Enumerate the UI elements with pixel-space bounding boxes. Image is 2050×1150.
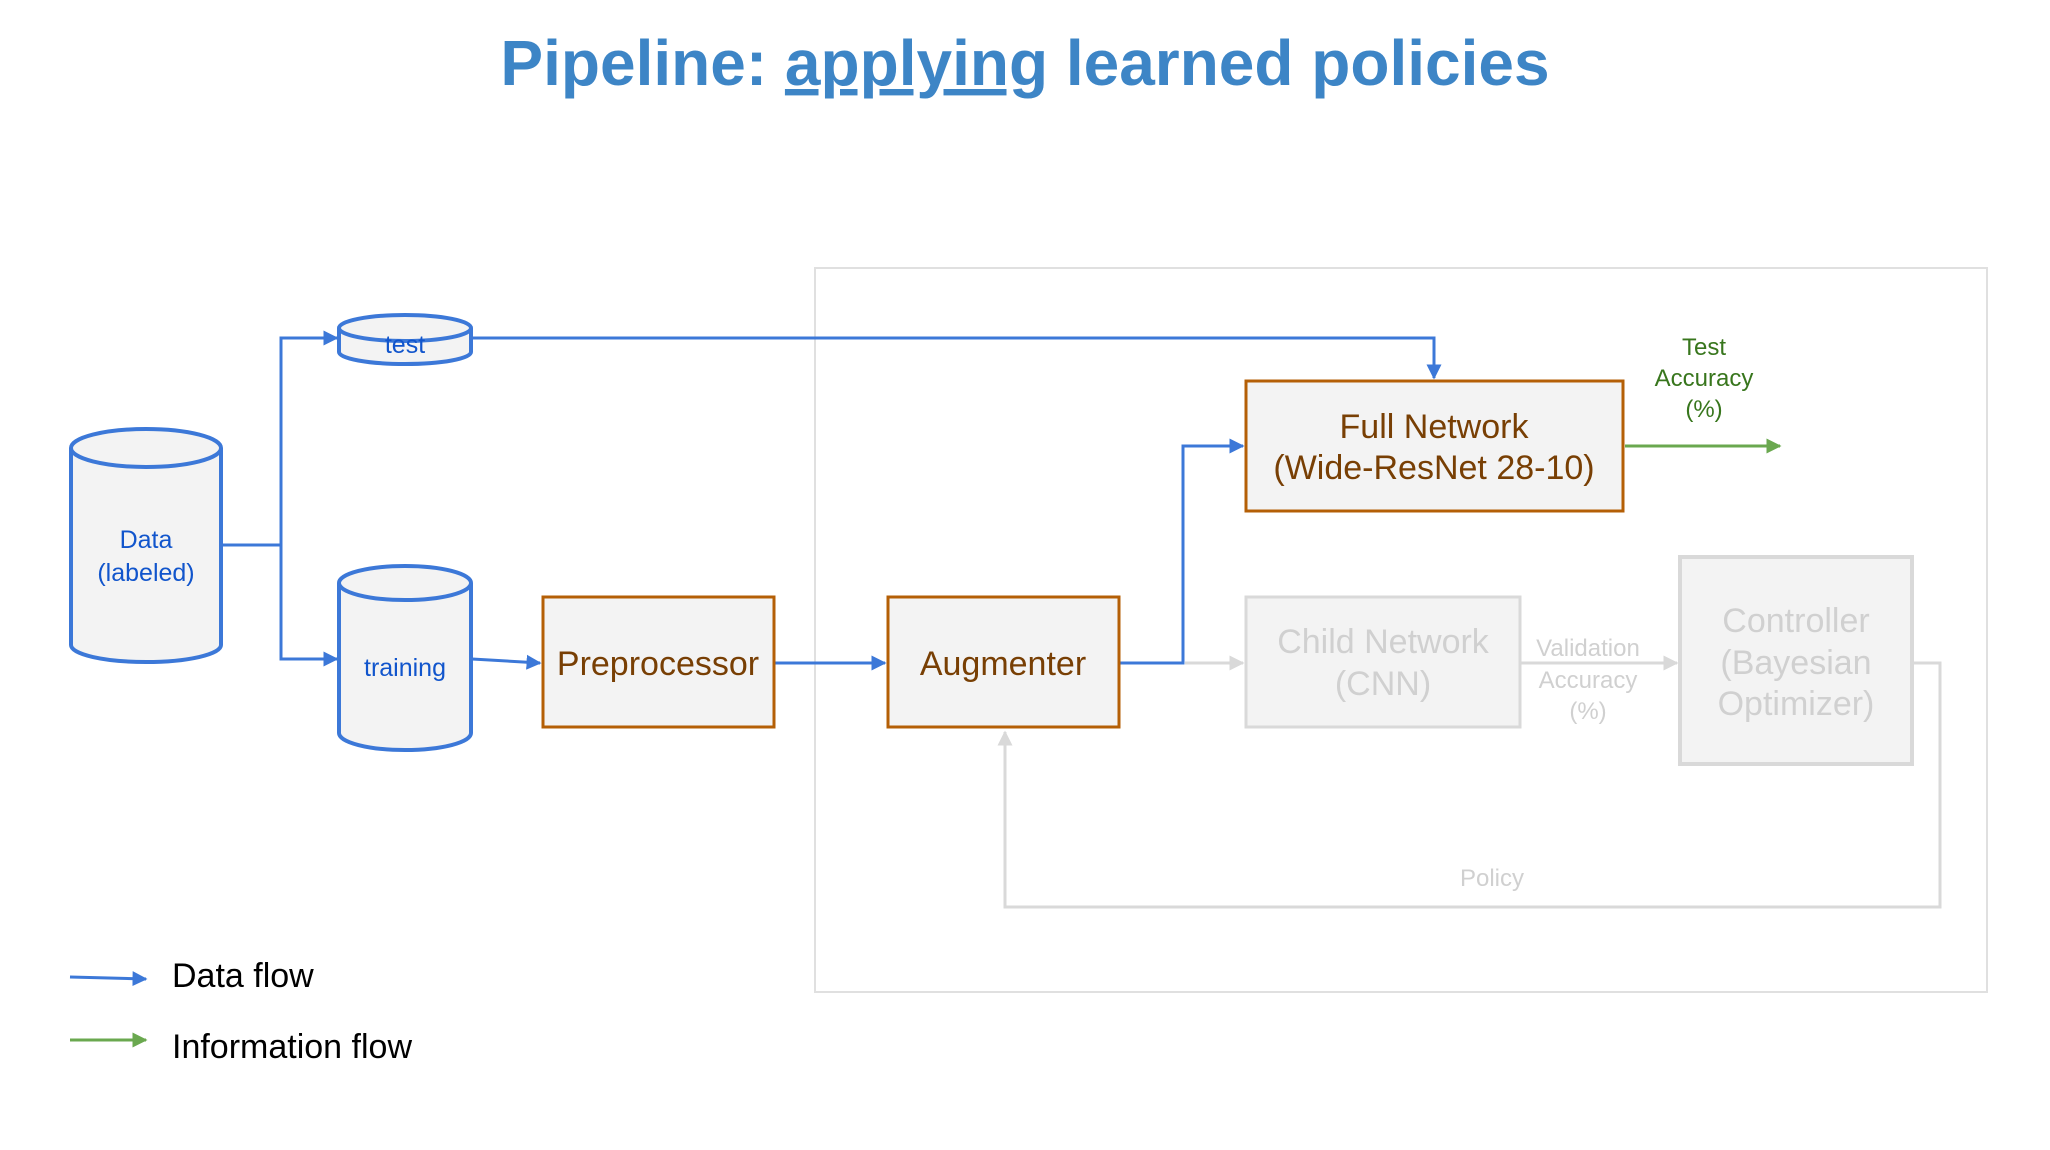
full-network-subtitle: (Wide-ResNet 28-10) [1273, 449, 1594, 487]
title-prefix: Pipeline: [500, 27, 785, 99]
policy-label: Policy [1460, 865, 1524, 892]
child-network-title: Child Network [1277, 623, 1490, 661]
arrow-data-to-test [222, 330, 339, 547]
validation-accuracy-label-1: Validation [1536, 635, 1640, 662]
full-network-title: Full Network [1340, 408, 1530, 446]
arrow-policy-feedback [997, 661, 1942, 909]
controller-box [1678, 555, 1914, 766]
data-flow-arrows [222, 330, 1442, 671]
test-accuracy-label-1: Test [1682, 334, 1726, 361]
legend: Data flow Information flow [69, 957, 412, 1066]
page-title: Pipeline: applying learned policies [500, 27, 1549, 99]
title-emphasis: applying [785, 27, 1048, 99]
search-region-frame [814, 267, 1988, 993]
augmenter-box [886, 595, 1121, 729]
title-suffix: learned policies [1048, 27, 1550, 99]
data-store-label-2: (labeled) [97, 559, 194, 587]
test-accuracy-label-2: Accuracy [1655, 365, 1754, 392]
test-accuracy-label-3: (%) [1685, 396, 1722, 423]
preprocessor-box [541, 595, 776, 729]
controller-title: Controller [1722, 602, 1869, 640]
data-store-label-1: Data [120, 526, 173, 554]
legend-information-flow-label: Information flow [172, 1028, 412, 1066]
full-network-box [1244, 379, 1625, 513]
controller-subtitle-1: (Bayesian [1720, 644, 1871, 682]
arrow-data-to-training [279, 545, 339, 667]
validation-accuracy-label-3: (%) [1569, 698, 1606, 725]
arrow-augmenter-to-full-network [1120, 438, 1245, 665]
controller-subtitle-2: Optimizer) [1718, 685, 1875, 723]
legend-data-flow-label: Data flow [172, 957, 314, 995]
test-store-label: test [385, 331, 425, 359]
augmenter-label: Augmenter [920, 645, 1086, 683]
training-store-label: training [364, 654, 446, 682]
training-store-cylinder-icon: training [337, 564, 473, 752]
data-store-cylinder-icon: Data (labeled) [69, 427, 223, 664]
legend-data-flow-arrow-icon [69, 971, 148, 987]
test-store-cylinder-icon: test [337, 313, 473, 366]
validation-accuracy-label-2: Accuracy [1539, 667, 1638, 694]
inactive-search-loop: Child Network (CNN) Controller (Bayesian… [997, 555, 1942, 909]
preprocessor-label: Preprocessor [557, 645, 759, 683]
arrow-training-to-preprocessor [471, 654, 542, 670]
child-network-box [1244, 595, 1522, 729]
arrow-test-to-full-network [472, 336, 1442, 380]
child-network-subtitle: (CNN) [1335, 665, 1431, 703]
